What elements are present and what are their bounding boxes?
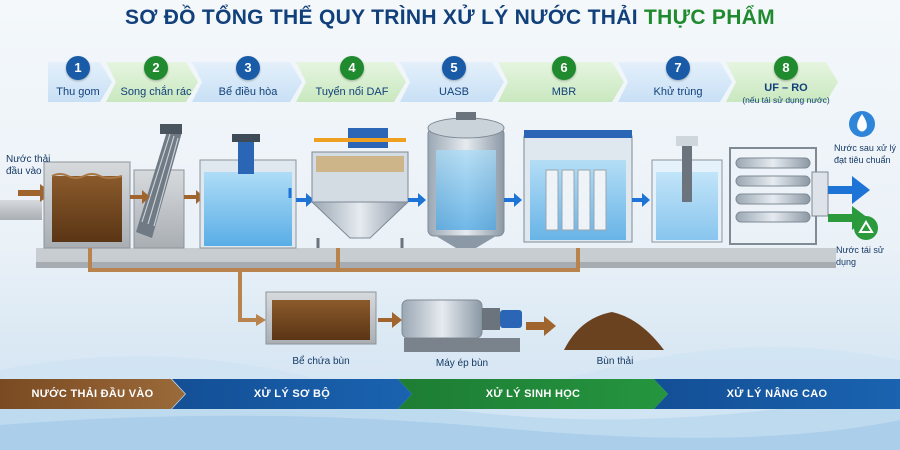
step-label-3: Bể điều hòa <box>218 86 278 98</box>
sludge-arrow-1 <box>256 314 266 326</box>
step-number-2: 2 <box>144 56 168 80</box>
sludge-tank-label: Bể chứa bùn <box>292 356 350 367</box>
stage-band-biological: XỬ LÝ SINH HỌC <box>398 379 668 409</box>
concrete-platform <box>36 248 836 268</box>
flow-arrow-6 <box>632 193 650 207</box>
sludge-tank <box>265 291 377 345</box>
step-number-8: 8 <box>774 56 798 80</box>
step-label-2: Song chắn rác <box>120 86 192 98</box>
bar-screen <box>133 124 185 249</box>
step-sublabel-8: (nếu tái sử dụng nước) <box>742 95 830 105</box>
step-label-6: MBR <box>551 86 577 98</box>
sludge-arrow-2 <box>378 312 402 328</box>
sludge-pipes <box>88 248 580 322</box>
sludge-cake-pile <box>564 312 664 350</box>
filter-press-label: Máy ép bùn <box>435 358 489 369</box>
process-steps: 1 2 3 4 5 6 7 8 Thu gom Song chắn rác Bể… <box>48 52 838 108</box>
daf-unit <box>310 128 410 248</box>
page-title: SƠ ĐỒ TỔNG THỂ QUY TRÌNH XỬ LÝ NƯỚC THẢI… <box>0 6 900 30</box>
step-number-7: 7 <box>666 56 690 80</box>
uf-ro-skid <box>729 147 829 245</box>
treated-label-line2: đạt tiêu chuẩn <box>834 155 891 165</box>
flow-arrow-3 <box>296 193 314 207</box>
disinfection-tank <box>651 136 723 243</box>
title-highlight: THỰC PHẨM <box>644 6 775 29</box>
flow-arrow-2 <box>184 190 204 204</box>
influent-label-line1: Nước thải <box>6 154 51 165</box>
filter-press <box>401 299 522 352</box>
title-main: SƠ ĐỒ TỔNG THỂ QUY TRÌNH XỬ LÝ NƯỚC THẢI <box>125 6 638 29</box>
stage-band-influent: NƯỚC THẢI ĐẦU VÀO <box>0 379 185 409</box>
step-label-4: Tuyển nổi DAF <box>315 86 389 98</box>
flow-arrow-5 <box>504 193 522 207</box>
treated-water-arrow <box>828 176 870 204</box>
step-label-1: Thu gom <box>56 86 100 98</box>
sludge-arrow-3 <box>526 316 556 336</box>
influent-label: Nước thải đầu vào <box>6 154 50 178</box>
mbr-tank <box>523 130 633 243</box>
treated-water-label: Nước sau xử lý đạt tiêu chuẩn <box>834 142 896 166</box>
influent-label-line2: đầu vào <box>6 166 42 177</box>
step-label-5: UASB <box>439 86 469 98</box>
recycle-icon <box>854 216 878 240</box>
collection-pit <box>43 161 131 249</box>
step-number-4: 4 <box>340 56 364 80</box>
step-label-8: UF – RO <box>764 82 808 94</box>
reuse-water-label: Nước tái sử dụng <box>836 245 884 267</box>
step-number-5: 5 <box>442 56 466 80</box>
sludge-cake-label: Bùn thải <box>596 356 634 367</box>
equalization-tank <box>199 134 297 249</box>
step-number-6: 6 <box>552 56 576 80</box>
step-number-1: 1 <box>66 56 90 80</box>
step-label-7: Khử trùng <box>653 86 703 98</box>
flow-arrow-1 <box>130 190 150 204</box>
step-number-3: 3 <box>236 56 260 80</box>
flow-arrow-4 <box>408 193 426 207</box>
stage-band-advanced: XỬ LÝ NÂNG CAO <box>654 379 900 409</box>
treated-label-line1: Nước sau xử lý <box>834 143 896 153</box>
stage-band-pretreatment: XỬ LÝ SƠ BỘ <box>172 379 412 409</box>
uasb-reactor <box>427 112 505 248</box>
water-drop-icon <box>849 111 875 137</box>
